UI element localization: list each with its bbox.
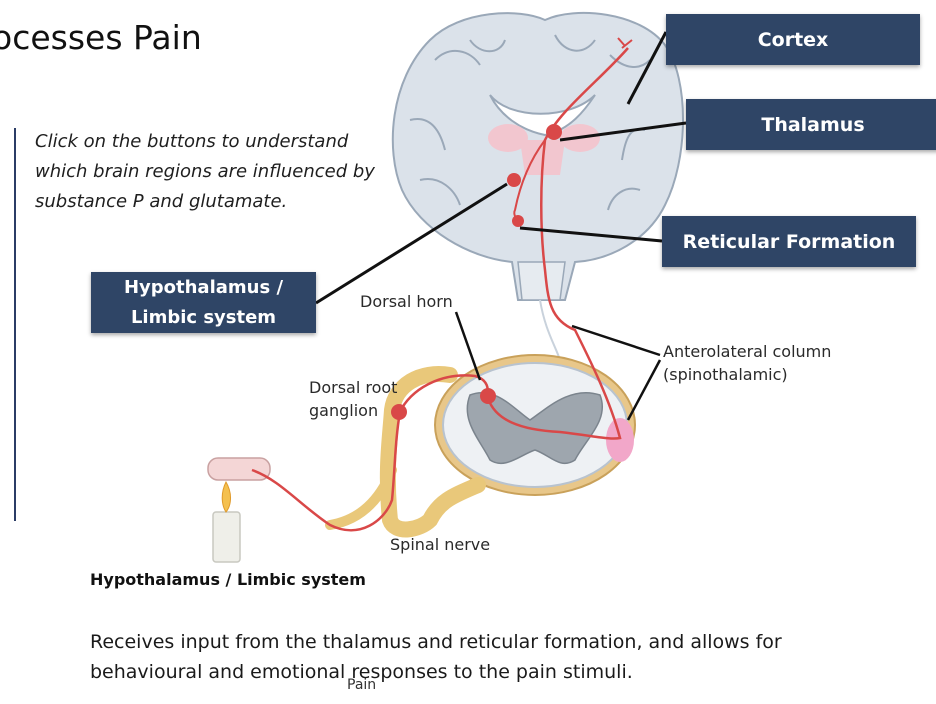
brain-illustration — [391, 11, 684, 301]
spinal-nerve-illustration — [325, 366, 486, 538]
detail-body: Receives input from the thalamus and ret… — [90, 631, 782, 683]
reticular-formation-button[interactable]: Reticular Formation — [662, 216, 916, 267]
dorsal-root-label-line1: Dorsal root — [309, 378, 397, 397]
intro-text: Click on the buttons to understand which… — [35, 131, 375, 212]
dorsal-horn-label: Dorsal horn — [360, 292, 453, 311]
thalamus-button[interactable]: Thalamus — [686, 99, 936, 150]
page-title: ocesses Pain — [0, 18, 202, 57]
hypothalamus-limbic-button[interactable]: Hypothalamus / Limbic system — [91, 272, 316, 333]
pain-pathway-line — [251, 37, 633, 532]
detail-title: Hypothalamus / Limbic system — [90, 570, 366, 589]
spinal-nerve-label: Spinal nerve — [390, 535, 490, 554]
anterolateral-label-line1: Anterolateral column — [663, 342, 831, 361]
footer-label: Pain — [347, 677, 377, 693]
dorsal-root-label-line2: ganglion — [309, 401, 378, 420]
left-accent-rule — [14, 128, 16, 521]
leader-lines — [315, 31, 687, 421]
finger-candle-illustration — [207, 457, 271, 563]
anterolateral-label-line2: (spinothalamic) — [663, 365, 788, 384]
cortex-button[interactable]: Cortex — [666, 14, 920, 65]
